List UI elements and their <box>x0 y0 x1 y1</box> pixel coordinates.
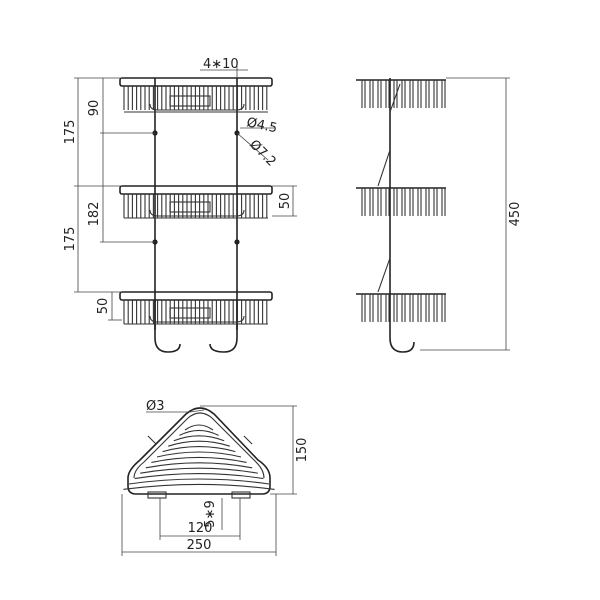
bottom-basket-label: 50 <box>96 298 111 315</box>
right-hook <box>209 300 238 353</box>
left-hook <box>154 300 181 353</box>
top-spacing-label: 175 <box>63 120 78 145</box>
plan-dimension-lines <box>121 405 297 556</box>
middle-basket <box>119 185 273 219</box>
side-hook <box>389 337 415 353</box>
side-shelf-middle <box>356 187 446 216</box>
plan-screw-label: 5∗9 <box>203 500 218 527</box>
middle-spacing-label: 182 <box>87 202 102 227</box>
width-label: 250 <box>187 538 212 553</box>
depth-label: 150 <box>295 438 310 463</box>
screw-label: 4∗10 <box>203 57 239 72</box>
total-height-label: 450 <box>508 202 523 227</box>
side-view: 450 <box>356 77 523 353</box>
side-shelf-bottom <box>356 293 446 322</box>
top-height-label: 90 <box>87 100 102 117</box>
plan-view: Ø3 150 120 5∗9 250 <box>121 399 310 556</box>
side-shelf-top <box>356 79 446 108</box>
top-basket <box>119 77 273 113</box>
bottom-basket <box>119 291 273 325</box>
mount-label: 120 <box>188 521 213 536</box>
hole-large-label: Ø7.2 <box>246 137 278 169</box>
lower-spacing-label: 175 <box>63 227 78 252</box>
front-view: 4∗10 Ø4.5 Ø7.2 90 175 182 175 50 50 <box>63 57 297 353</box>
mounting-points <box>152 130 240 245</box>
side-dimension-lines <box>420 77 510 351</box>
hole-small-label: Ø4.5 <box>245 115 278 136</box>
mid-basket-label: 50 <box>278 193 293 210</box>
rod-diameter-label: Ø3 <box>146 399 165 414</box>
front-dimension-lines <box>74 66 297 321</box>
corner-basket-outline <box>127 407 271 495</box>
